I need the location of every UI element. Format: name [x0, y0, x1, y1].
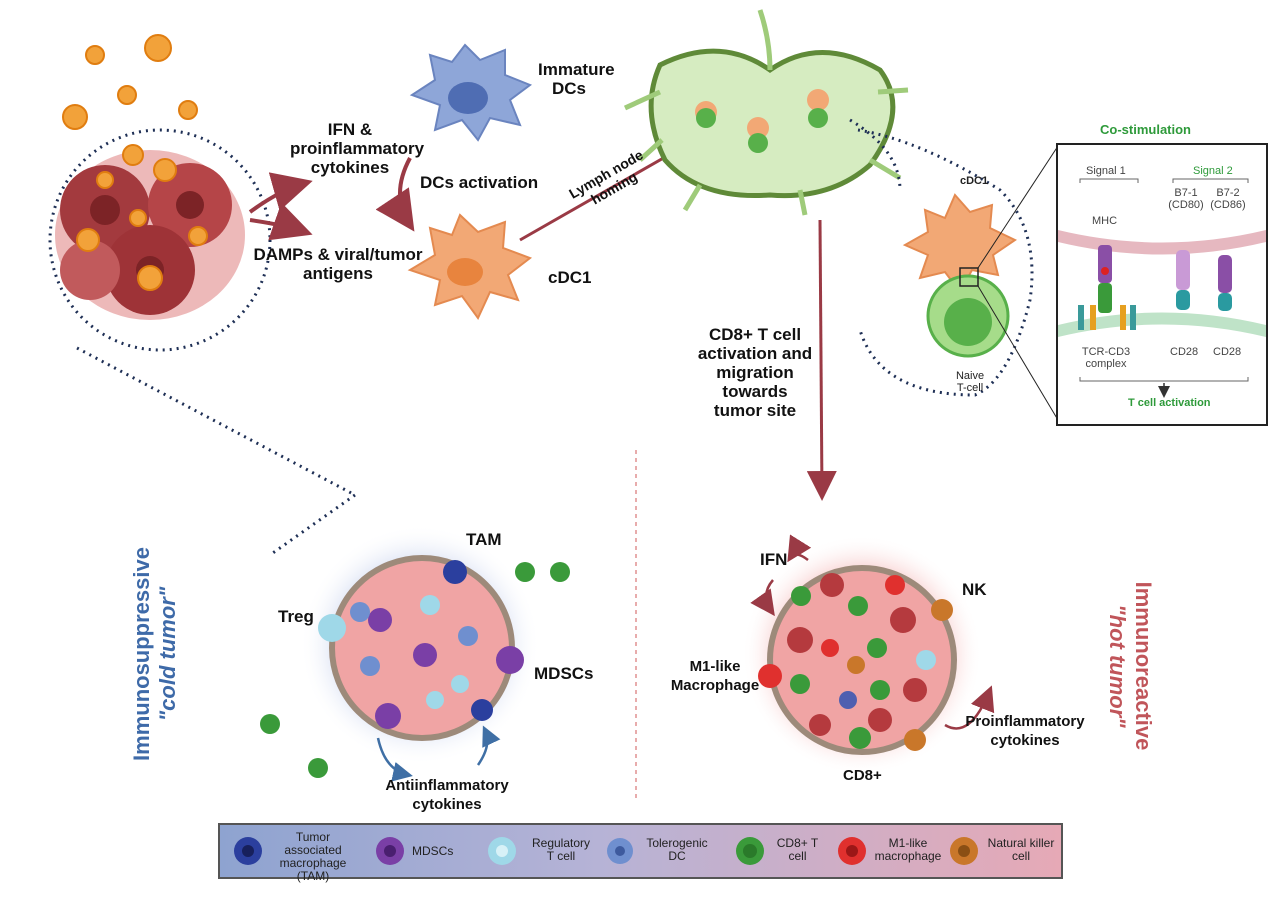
legend-item-cd8: CD8+ T cell: [730, 825, 830, 877]
lymph-node: [623, 9, 909, 216]
costimulation-artwork: [1058, 178, 1266, 398]
naive-tcell-line1: Naive: [955, 370, 985, 382]
legend-tdc-line1: Tolerogenic: [646, 836, 708, 850]
nk-cell-icon: [950, 837, 978, 865]
tumor-arrows: [248, 172, 313, 241]
legend-bar: Tumor associated macrophage (TAM) MDSCs …: [218, 823, 1063, 883]
cdc1-tcell-interaction: [849, 118, 1059, 421]
b71-line1: B7-1: [1174, 187, 1198, 199]
hot-side-subtitle: "hot tumor": [1105, 604, 1130, 728]
naive-tcell-line2: T-cell: [956, 382, 984, 394]
legend-m1-line1: M1-like: [888, 836, 928, 850]
m1-macrophage-icon: [838, 837, 866, 865]
cd8-activation-line3: migration towards: [716, 363, 794, 401]
legend-nk-line1: Natural killer: [987, 836, 1055, 850]
legend-nk-line2: cell: [1011, 849, 1030, 863]
cold-side-title: Immunosuppressive: [129, 547, 154, 761]
legend-m1-line2: macrophage: [874, 849, 942, 863]
cdc1-cell: [407, 213, 533, 320]
immature-dcs-line2: DCs: [552, 79, 587, 98]
legend-cd8-line2: cell: [788, 849, 807, 863]
legend-tam-line3: (TAM): [296, 869, 330, 883]
immature-dcs-line1: Immature: [538, 60, 615, 79]
legend-cd8-line1: CD8+ T: [776, 836, 819, 850]
tumor-cluster: [48, 128, 356, 497]
legend-item-m1: M1-like macrophage: [832, 825, 944, 877]
ifn-label-line2: proinflammatory: [290, 139, 425, 158]
dc-activation-arrow: [375, 157, 415, 232]
mdsc-icon: [376, 837, 404, 865]
m1-line2: Macrophage: [670, 677, 760, 694]
m1-line1: M1-like: [689, 658, 741, 675]
legend-mdscs-label: MDSCs: [412, 844, 454, 858]
cd8-migration-arrow: [806, 219, 837, 501]
virus-particles: [62, 34, 208, 291]
b71-line2: (CD80): [1168, 199, 1204, 211]
treg-label: Treg: [278, 607, 314, 626]
b72-line2: (CD86): [1210, 199, 1246, 211]
damps-label-line1: DAMPs & viral/tumor: [253, 245, 423, 264]
tcr-line2: complex: [1085, 358, 1127, 370]
ifn-hot-label: IFN: [760, 550, 788, 569]
legend-tam-line1: Tumor associated: [284, 830, 342, 857]
antiinflammatory-line2: cytokines: [412, 796, 482, 813]
cd28a-label: CD28: [1170, 346, 1199, 358]
damps-label-line2: antigens: [303, 264, 373, 283]
immature-dc-cell: [409, 43, 533, 142]
tam-icon: [234, 837, 262, 865]
hot-tumor: [742, 534, 995, 775]
dcs-activation-label: DCs activation: [420, 173, 539, 192]
signal2-label: Signal 2: [1193, 165, 1233, 177]
proinflammatory-line1: Proinflammatory: [965, 713, 1085, 730]
costimulation-title: Co-stimulation: [1100, 122, 1191, 137]
cdc1-small-label: cDC1: [960, 175, 989, 187]
mhc-label: MHC: [1092, 215, 1118, 227]
legend-item-tolerogenic-dc: Tolerogenic DC: [600, 825, 720, 877]
signal1-label: Signal 1: [1086, 165, 1126, 177]
proinflammatory-line2: cytokines: [990, 732, 1060, 749]
cd8-activation-line1: CD8+ T cell: [708, 325, 802, 344]
ifn-label-line1: IFN &: [327, 120, 373, 139]
cd8-tcell-icon: [736, 837, 764, 865]
legend-item-nk: Natural killer cell: [944, 825, 1060, 877]
nk-label: NK: [962, 580, 987, 599]
cd8-activation-line4: tumor site: [713, 401, 797, 420]
b72-line1: B7-2: [1216, 187, 1240, 199]
legend-treg-line1: Regulatory: [531, 836, 591, 850]
ifn-label-line3: cytokines: [310, 158, 390, 177]
tam-label: TAM: [466, 530, 502, 549]
cdc1-label: cDC1: [548, 268, 592, 287]
hot-side-title: Immunoreactive: [1131, 581, 1156, 751]
legend-item-mdscs: MDSCs: [370, 825, 470, 877]
tcell-activation-label: T cell activation: [1128, 397, 1211, 409]
tolerogenic-dc-icon: [607, 838, 633, 864]
cold-side-subtitle: "cold tumor": [155, 586, 180, 722]
legend-item-tam: Tumor associated macrophage (TAM): [228, 825, 358, 883]
legend-tdc-line2: DC: [668, 849, 686, 863]
antiinflammatory-line1: Antiinflammatory: [385, 777, 509, 794]
legend-treg-line2: T cell: [546, 849, 576, 863]
cold-tumor: [260, 493, 570, 782]
legend-tam-line2: macrophage: [279, 856, 347, 870]
costimulation-inset: Signal 1 Signal 2 MHC B7-1 (CD80) B7-2 (…: [1056, 143, 1268, 426]
cd8-activation-line2: activation and: [697, 344, 813, 363]
legend-item-treg: Regulatory T cell: [482, 825, 602, 877]
treg-icon: [488, 837, 516, 865]
cd8-hot-label: CD8+: [843, 767, 882, 784]
tcr-line1: TCR-CD3: [1081, 346, 1131, 358]
mdscs-label: MDSCs: [534, 664, 594, 683]
cd28b-label: CD28: [1213, 346, 1242, 358]
